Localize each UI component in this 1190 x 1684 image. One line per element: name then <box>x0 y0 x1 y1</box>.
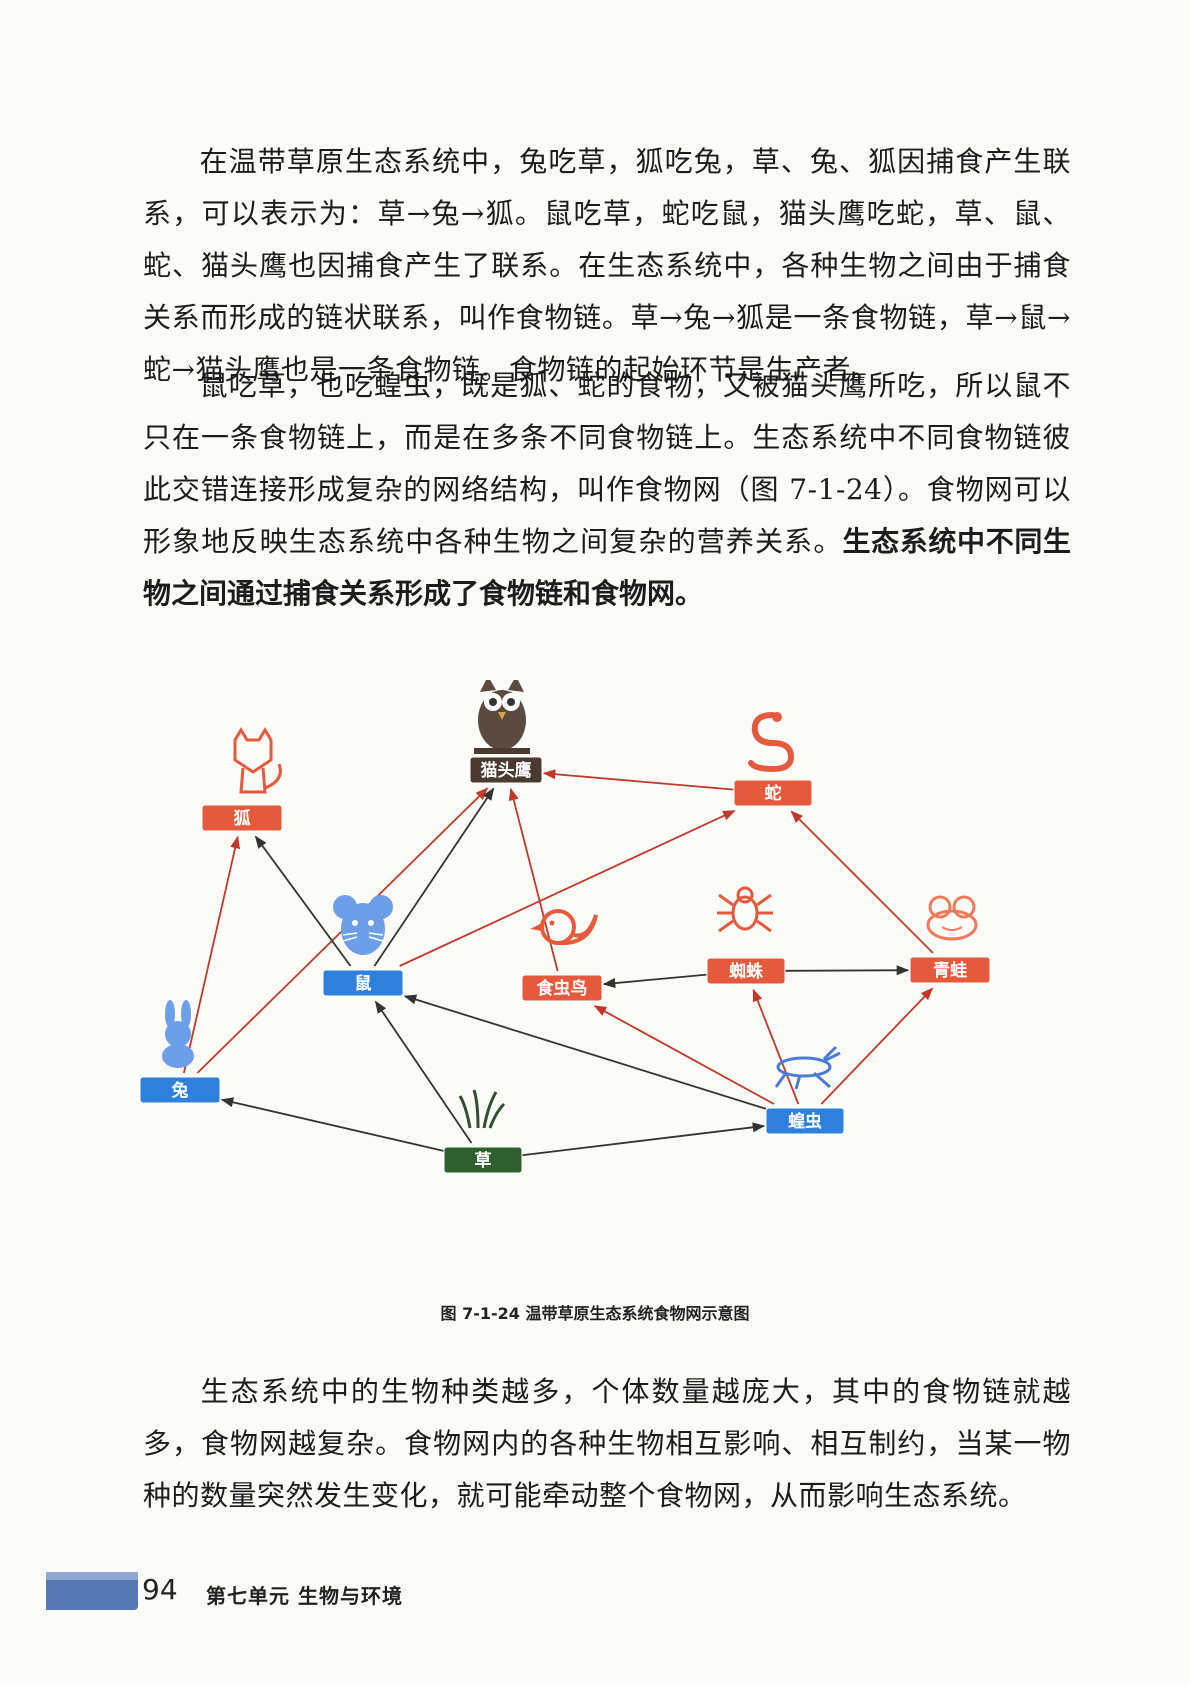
edge-grass-to-rabbit <box>220 1097 445 1152</box>
node-fox-label: 狐 <box>234 808 251 829</box>
edge-locust-to-mouse <box>403 994 767 1110</box>
edge-mouse-to-snake <box>399 810 736 967</box>
node-frog: 青蛙 <box>909 956 991 984</box>
edge-locust-to-frog <box>820 987 934 1105</box>
edge-spider-to-frog <box>784 965 910 976</box>
node-mouse: 鼠 <box>322 969 404 997</box>
node-grass-label: 草 <box>475 1151 492 1171</box>
node-snake-box <box>733 779 813 807</box>
edge-grass-to-mouse <box>374 1000 473 1144</box>
node-frog-label: 青蛙 <box>933 960 967 981</box>
node-bird-label: 食虫鸟 <box>537 978 588 999</box>
paragraph-1: 在温带草原生态系统中，兔吃草，狐吃兔，草、兔、狐因捕食产生联系，可以表示为：草→… <box>143 136 1071 396</box>
node-owl: 猫头鹰 <box>469 756 543 784</box>
edge-locust-to-bird <box>593 1005 775 1105</box>
edge-spider-to-bird <box>602 973 708 989</box>
node-snake-label: 蛇 <box>765 783 782 804</box>
node-locust-label: 蝗虫 <box>788 1111 822 1132</box>
node-grass-box <box>443 1146 523 1174</box>
node-locust: 蝗虫 <box>765 1107 845 1135</box>
node-owl-box <box>469 756 543 784</box>
figure-caption: 图 7-1-24 温带草原生态系统食物网示意图 <box>440 1304 750 1323</box>
owl-icon <box>474 680 530 754</box>
bird-icon <box>530 909 598 946</box>
node-owl-label: 猫头鹰 <box>481 760 532 781</box>
food-web-edges <box>182 769 934 1157</box>
page-number: 94 <box>142 1573 178 1606</box>
mouse-icon <box>333 895 393 955</box>
spider-icon <box>717 886 773 933</box>
node-spider: 蜘蛛 <box>706 957 786 985</box>
node-bird: 食虫鸟 <box>521 974 603 1002</box>
paragraph-1-text: 在温带草原生态系统中，兔吃草，狐吃兔，草、兔、狐因捕食产生联系，可以表示为：草→… <box>143 145 1071 386</box>
node-grass: 草 <box>443 1146 523 1174</box>
edge-bird-to-owl <box>508 787 559 972</box>
fox-icon <box>233 727 282 794</box>
node-rabbit: 兔 <box>140 1076 221 1104</box>
footer-accent-bar <box>46 1572 138 1610</box>
edge-rabbit-to-fox <box>182 835 241 1074</box>
node-fox: 狐 <box>201 804 283 832</box>
paragraph-2-key-point: 生态系统中不同生物之间通过捕食关系形成了食物链和食物网。 <box>143 525 1071 610</box>
edge-mouse-to-owl <box>373 787 495 967</box>
node-rabbit-label: 兔 <box>171 1080 189 1101</box>
edge-locust-to-spider <box>752 988 800 1105</box>
unit-title: 第七单元 生物与环境 <box>206 1584 403 1608</box>
edge-frog-to-snake <box>790 810 934 954</box>
node-mouse-box <box>322 969 404 997</box>
paragraph-2: 鼠吃草，也吃蝗虫，既是狐、蛇的食物，又被猫头鹰所吃，所以鼠不只在一条食物链上，而… <box>143 360 1071 620</box>
paragraph-3: 生态系统中的生物种类越多，个体数量越庞大，其中的食物链就越多，食物网越复杂。食物… <box>143 1366 1071 1522</box>
grass-icon <box>458 1089 506 1129</box>
node-mouse-label: 鼠 <box>355 973 372 994</box>
edge-snake-to-owl <box>542 769 735 791</box>
node-rabbit-box <box>140 1076 221 1104</box>
snake-icon <box>748 712 795 773</box>
frog-icon <box>926 895 978 941</box>
paragraph-2-text: 鼠吃草，也吃蝗虫，既是狐、蛇的食物，又被猫头鹰所吃，所以鼠不只在一条食物链上，而… <box>143 369 1071 558</box>
node-spider-box <box>706 957 786 985</box>
edge-mouse-to-fox <box>254 835 352 967</box>
edge-grass-to-locust <box>521 1122 766 1157</box>
grasshopper-icon <box>774 1045 841 1090</box>
paragraph-3-text: 生态系统中的生物种类越多，个体数量越庞大，其中的食物链就越多，食物网越复杂。食物… <box>143 1375 1071 1512</box>
node-frog-box <box>909 956 991 984</box>
node-bird-box <box>521 974 603 1002</box>
rabbit-icon <box>162 1000 194 1068</box>
node-locust-box <box>765 1107 845 1135</box>
node-fox-box <box>201 804 283 832</box>
node-snake: 蛇 <box>733 779 813 807</box>
node-spider-label: 蜘蛛 <box>729 961 764 982</box>
